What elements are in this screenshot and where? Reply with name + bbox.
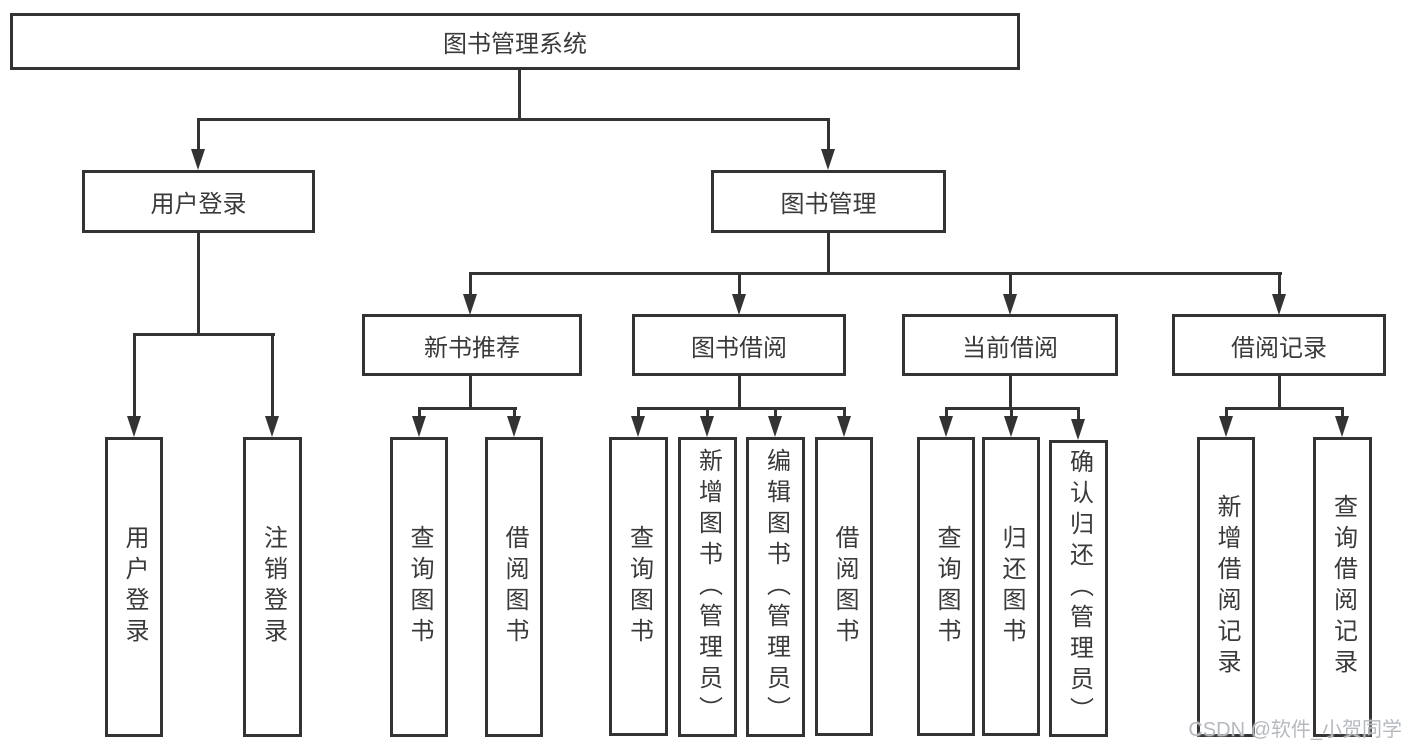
node-label: 确认归还（管理员） <box>1065 449 1093 728</box>
node-logout: 注销登录 <box>243 437 302 737</box>
arrow-down-icon <box>631 416 645 437</box>
node-label: 借阅图书 <box>501 525 528 649</box>
node-label: 查询图书 <box>933 524 960 649</box>
arrow-down-icon <box>700 416 714 437</box>
node-book-management: 图书管理 <box>711 170 946 233</box>
node-query-borrow-record: 查询借阅记录 <box>1313 437 1372 737</box>
connector-line <box>133 333 275 336</box>
node-borrow-books-recommend: 借阅图书 <box>485 437 543 737</box>
connector-line <box>469 376 472 409</box>
arrow-down-icon <box>821 149 835 170</box>
arrow-down-icon <box>463 294 477 315</box>
connector-line <box>1225 407 1344 410</box>
connector-line <box>637 407 640 419</box>
node-label: 新增借阅记录 <box>1213 494 1240 680</box>
node-label: 查询借阅记录 <box>1329 494 1357 680</box>
node-current-borrow: 当前借阅 <box>902 314 1118 376</box>
connector-line <box>843 407 846 419</box>
arrow-down-icon <box>939 416 953 437</box>
connector-line <box>1225 407 1228 419</box>
connector-line <box>738 376 741 409</box>
connector-line <box>418 407 517 410</box>
node-label: 查询图书 <box>625 524 653 649</box>
node-label: 查询图书 <box>406 525 433 649</box>
node-label: 新增图书（管理员） <box>694 447 722 727</box>
node-query-books-recommend: 查询图书 <box>390 437 448 737</box>
connector-line <box>133 333 136 416</box>
watermark: CSDN @软件_小贺同学 <box>1188 719 1402 741</box>
node-user-login: 用户登录 <box>82 170 315 233</box>
arrow-down-icon <box>732 294 746 315</box>
connector-line <box>271 333 274 416</box>
node-book-borrow: 图书借阅 <box>632 314 846 376</box>
node-label: 归还图书 <box>998 524 1025 649</box>
connector-line <box>637 407 846 410</box>
connector-line <box>469 272 472 296</box>
connector-line <box>1009 272 1012 296</box>
connector-line <box>738 272 741 296</box>
node-query-books-current: 查询图书 <box>917 437 975 736</box>
connector-line <box>1341 407 1344 419</box>
node-add-borrow-record: 新增借阅记录 <box>1197 437 1255 737</box>
connector-line <box>513 407 516 419</box>
node-add-book-admin: 新增图书（管理员） <box>678 437 737 737</box>
node-confirm-return-admin: 确认归还（管理员） <box>1049 440 1108 737</box>
connector-line <box>418 407 421 419</box>
connector-line <box>706 407 709 419</box>
connector-line <box>469 272 1282 275</box>
node-query-books-borrow: 查询图书 <box>609 437 668 736</box>
connector-line <box>774 407 777 419</box>
arrow-down-icon <box>1071 419 1085 440</box>
node-label: 注销登录 <box>259 525 287 649</box>
connector-line <box>197 118 200 151</box>
connector-line <box>827 233 830 274</box>
arrow-down-icon <box>768 416 782 437</box>
node-label: 借阅图书 <box>831 524 858 649</box>
connector-line <box>945 407 948 419</box>
connector-line <box>197 233 200 333</box>
connector-line <box>1010 407 1013 419</box>
arrow-down-icon <box>1219 416 1233 437</box>
connector-line <box>1009 376 1012 409</box>
connector-line <box>197 118 830 121</box>
arrow-down-icon <box>1335 416 1349 437</box>
arrow-down-icon <box>127 416 141 437</box>
node-label: 用户登录 <box>121 525 148 649</box>
arrow-down-icon <box>1004 416 1018 437</box>
connector-line <box>1278 272 1281 296</box>
node-new-book-recommend: 新书推荐 <box>362 314 582 376</box>
connector-line <box>1077 407 1080 421</box>
arrow-down-icon <box>1272 294 1286 315</box>
node-library-system: 图书管理系统 <box>10 13 1020 70</box>
arrow-down-icon <box>507 416 521 437</box>
arrow-down-icon <box>412 416 426 437</box>
connector-line <box>827 118 830 151</box>
arrow-down-icon <box>837 416 851 437</box>
arrow-down-icon <box>191 149 205 170</box>
node-edit-book-admin: 编辑图书（管理员） <box>746 437 805 737</box>
arrow-down-icon <box>265 416 279 437</box>
node-label: 编辑图书（管理员） <box>762 447 790 727</box>
node-return-book: 归还图书 <box>982 437 1040 736</box>
node-login: 用户登录 <box>105 437 163 737</box>
node-borrow-records: 借阅记录 <box>1172 314 1386 376</box>
arrow-down-icon <box>1003 294 1017 315</box>
node-borrow-books: 借阅图书 <box>815 437 873 736</box>
connector-line <box>518 70 521 118</box>
connector-line <box>1278 376 1281 409</box>
